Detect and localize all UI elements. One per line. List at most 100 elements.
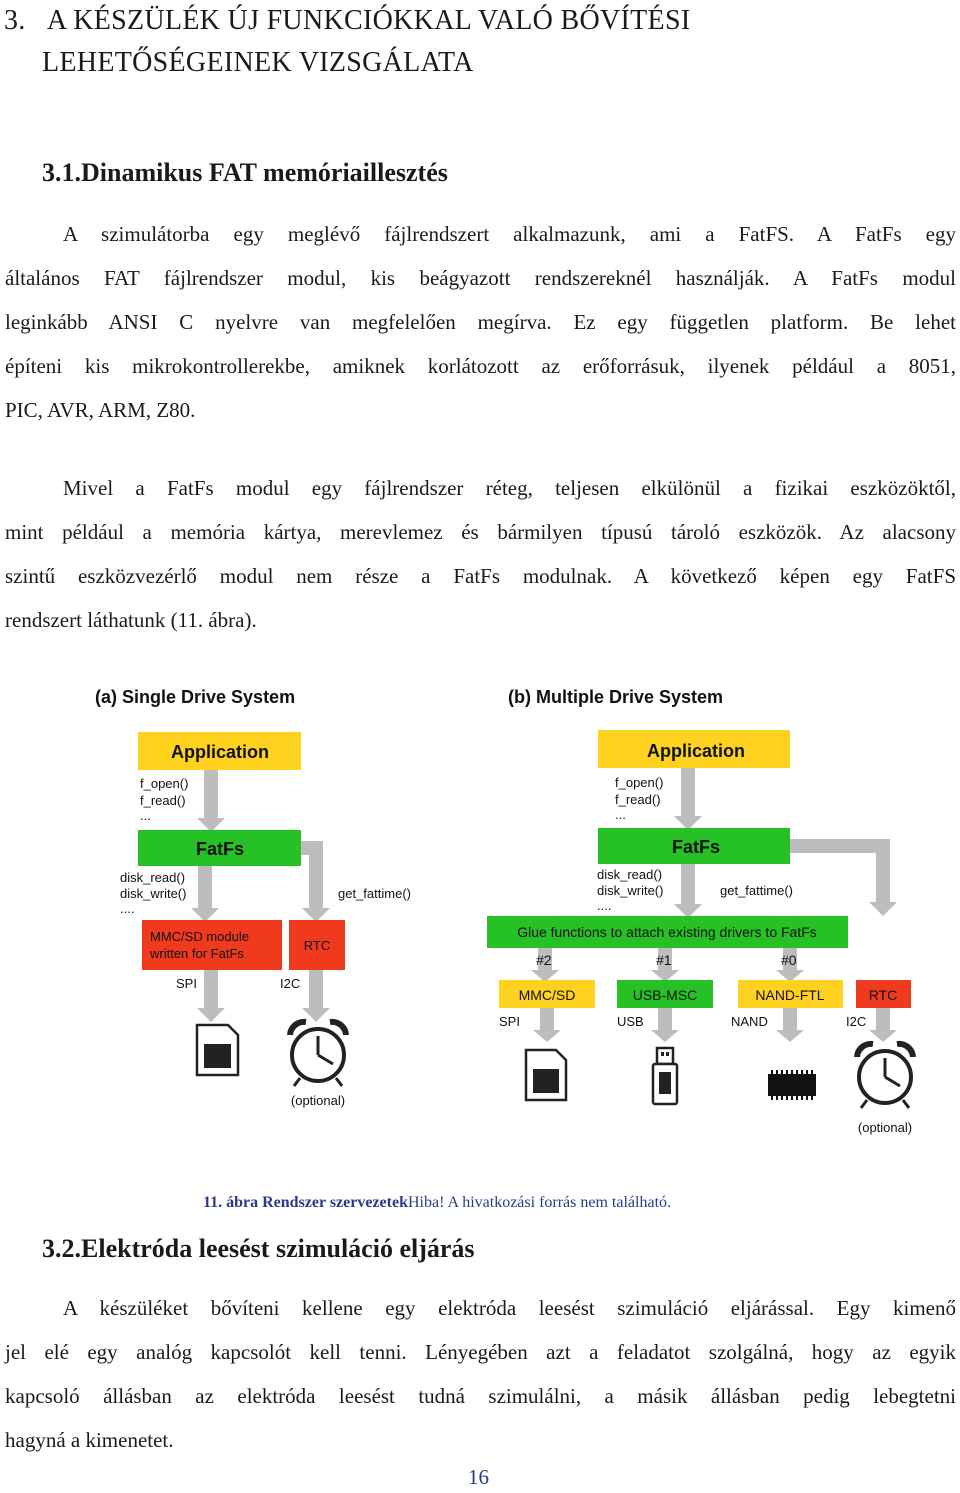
sd-card-icon bbox=[195, 1023, 240, 1077]
paragraph-line: A készüléket bővíteni kellene egy elektr… bbox=[63, 1296, 956, 1320]
figure-b-arrowhead bbox=[651, 970, 679, 982]
paragraph-line: leginkább ANSI C nyelvre van megfelelően… bbox=[5, 310, 956, 334]
figure-b-bus-label: USB bbox=[617, 1014, 644, 1029]
figure-a-i2c-label: I2C bbox=[280, 976, 300, 991]
paragraph-line: rendszert láthatunk (11. ábra). bbox=[5, 608, 257, 632]
figure-a-fatfs-label: FatFs bbox=[196, 839, 244, 859]
figure-b-arrowhead bbox=[674, 816, 702, 830]
figure-a-arrowhead bbox=[302, 908, 330, 922]
figure-a-arrowhead bbox=[191, 908, 219, 922]
paragraph-line: jel elé egy analóg kapcsolót kell tenni.… bbox=[5, 1340, 956, 1364]
figure-b-usb-box bbox=[617, 980, 713, 1008]
figure-b-title: (b) Multiple Drive System bbox=[508, 687, 723, 707]
fatfs-system-figure: (a) Single Drive System Application f_op… bbox=[95, 687, 916, 1135]
section2-heading: 3.2.Elektróda leesést szimuláció eljárás bbox=[42, 1234, 475, 1264]
figure-b-driver-label: USB-MSC bbox=[633, 987, 698, 1003]
figure-a-mmc-line1: MMC/SD module bbox=[150, 929, 249, 944]
figure-b-fatfs-label: FatFs bbox=[672, 837, 720, 857]
figure-b-application-box bbox=[598, 730, 790, 768]
figure-b-fatfs-box bbox=[598, 828, 790, 864]
figure-a-arrowhead bbox=[197, 1008, 225, 1022]
figure-a-disk-call: disk_read() bbox=[120, 870, 185, 885]
figure-a-mmc-line2: written for FatFs bbox=[149, 946, 244, 961]
paragraph-line: A szimulátorba egy meglévő fájlrendszert… bbox=[63, 222, 956, 246]
paragraph-line: kapcsoló állásban az elektróda leesést t… bbox=[5, 1384, 956, 1408]
figure-a-arrowhead bbox=[197, 818, 225, 832]
figure-a-application-label: Application bbox=[171, 742, 269, 762]
paragraph-line: mint például a memória kártya, merevleme… bbox=[5, 520, 956, 544]
figure-caption-label: 11. ábra Rendszer szervezetek bbox=[203, 1194, 408, 1211]
figure-b-bus-label: SPI bbox=[499, 1014, 520, 1029]
section1-heading: 3.1.Dinamikus FAT memóriaillesztés bbox=[42, 158, 448, 188]
section1-title: Dinamikus FAT memóriaillesztés bbox=[81, 158, 448, 187]
figure-a-rtc-box bbox=[289, 920, 345, 970]
figure-a-rtc-label: RTC bbox=[304, 938, 330, 953]
figure-b-application-label: Application bbox=[647, 741, 745, 761]
figure-a-fatfs-box bbox=[138, 830, 301, 866]
chapter-number: 3. bbox=[4, 5, 26, 36]
figure-b-call: f_read() bbox=[615, 792, 661, 807]
figure-b-glue-label: Glue functions to attach existing driver… bbox=[517, 924, 817, 940]
figure-b-bus-label: I2C bbox=[846, 1014, 866, 1029]
figure-caption-error: Hiba! A hivatkozási forrás nem található… bbox=[407, 1194, 672, 1211]
figure-b-nand-box bbox=[738, 980, 843, 1008]
figure-caption: 11. ábra Rendszer szervezetekHiba! A hiv… bbox=[203, 1194, 671, 1212]
figure-b-get-fattime: get_fattime() bbox=[720, 883, 793, 898]
figure-b-driver-label: RTC bbox=[869, 987, 898, 1003]
figure-b-call: ... bbox=[615, 807, 626, 822]
usb-stick-icon bbox=[651, 1046, 679, 1106]
figure-a-title: (a) Single Drive System bbox=[95, 687, 295, 707]
figure-a-arrow-fatfs-rtc bbox=[301, 841, 323, 910]
figure-a-disk-call: .... bbox=[120, 901, 134, 916]
section2-title: Elektróda leesést szimuláció eljárás bbox=[81, 1234, 475, 1263]
alarm-clock-icon bbox=[854, 1040, 916, 1109]
figure-a-disk-call: disk_write() bbox=[120, 886, 186, 901]
chapter-title: 3. A KÉSZÜLÉK ÚJ FUNKCIÓKKAL VALÓ BŐVÍTÉ… bbox=[4, 0, 690, 42]
figure-b-arrowhead bbox=[651, 1030, 679, 1042]
figure-b-drive-number: #1 bbox=[656, 952, 672, 968]
paragraph-line: Mivel a FatFs modul egy fájlrendszer rét… bbox=[63, 476, 956, 500]
figure-b-arrowhead bbox=[531, 970, 559, 982]
figure-b-arrowhead bbox=[776, 1030, 804, 1042]
sd-card-icon bbox=[524, 1048, 568, 1102]
figure-b-arrowhead bbox=[869, 1030, 897, 1042]
figure-a-call: ... bbox=[140, 808, 151, 823]
paragraph-line: építeni kis mikrokontrollerekbe, amiknek… bbox=[5, 354, 956, 378]
figure-b-arrowhead bbox=[533, 1030, 561, 1042]
figure-b-driver-label: MMC/SD bbox=[519, 987, 576, 1003]
figure-b-mmc-box bbox=[499, 980, 595, 1008]
section2-number: 3.2. bbox=[42, 1234, 81, 1263]
figure-a-mmc-box bbox=[142, 920, 282, 970]
figure-a-get-fattime: get_fattime() bbox=[338, 886, 411, 901]
figure-b-arrow-fatfs-rtc bbox=[790, 839, 890, 904]
paragraph-line: PIC, AVR, ARM, Z80. bbox=[5, 398, 196, 422]
section2-paragraph: A készüléket bővíteni kellene egy elektr… bbox=[5, 1286, 956, 1462]
figure-b-optional-label: (optional) bbox=[858, 1120, 912, 1135]
figure-b-arrowhead bbox=[674, 904, 702, 918]
nand-chip-icon bbox=[768, 1070, 816, 1100]
figure-a-application-box bbox=[138, 732, 301, 770]
figure-b-bus-label: NAND bbox=[731, 1014, 768, 1029]
section1-number: 3.1. bbox=[42, 158, 81, 187]
figure-b-glue-box bbox=[487, 916, 848, 948]
figure-b-disk-call: disk_write() bbox=[597, 883, 663, 898]
figure-a-arrowhead bbox=[302, 1008, 330, 1022]
figure-b-call: f_open() bbox=[615, 775, 663, 790]
paragraph-line: általános FAT fájlrendszer modul, kis be… bbox=[5, 266, 956, 290]
chapter-title-line1: A KÉSZÜLÉK ÚJ FUNKCIÓKKAL VALÓ BŐVÍTÉSI bbox=[46, 5, 691, 36]
figure-a-call: f_open() bbox=[140, 776, 188, 791]
figure-b-arrowhead bbox=[776, 970, 804, 982]
page-number: 16 bbox=[468, 1465, 489, 1489]
figure-a-optional-label: (optional) bbox=[291, 1093, 345, 1108]
figure-b-drive-number: #2 bbox=[536, 952, 552, 968]
figure-b-disk-call: disk_read() bbox=[597, 867, 662, 882]
paragraph-line: szintű eszközvezérlő modul nem része a F… bbox=[5, 564, 956, 588]
figure-b-rtc-box bbox=[856, 980, 911, 1008]
chapter-title-line2-wrap: LEHETŐSÉGEINEK VIZSGÁLATA bbox=[42, 42, 474, 84]
figure-a-spi-label: SPI bbox=[176, 976, 197, 991]
figure-b-driver-label: NAND-FTL bbox=[755, 987, 824, 1003]
figure-b-arrowhead bbox=[869, 902, 897, 916]
figure-a-call: f_read() bbox=[140, 793, 186, 808]
figure-b-disk-call: .... bbox=[597, 898, 611, 913]
alarm-clock-icon bbox=[287, 1018, 349, 1087]
